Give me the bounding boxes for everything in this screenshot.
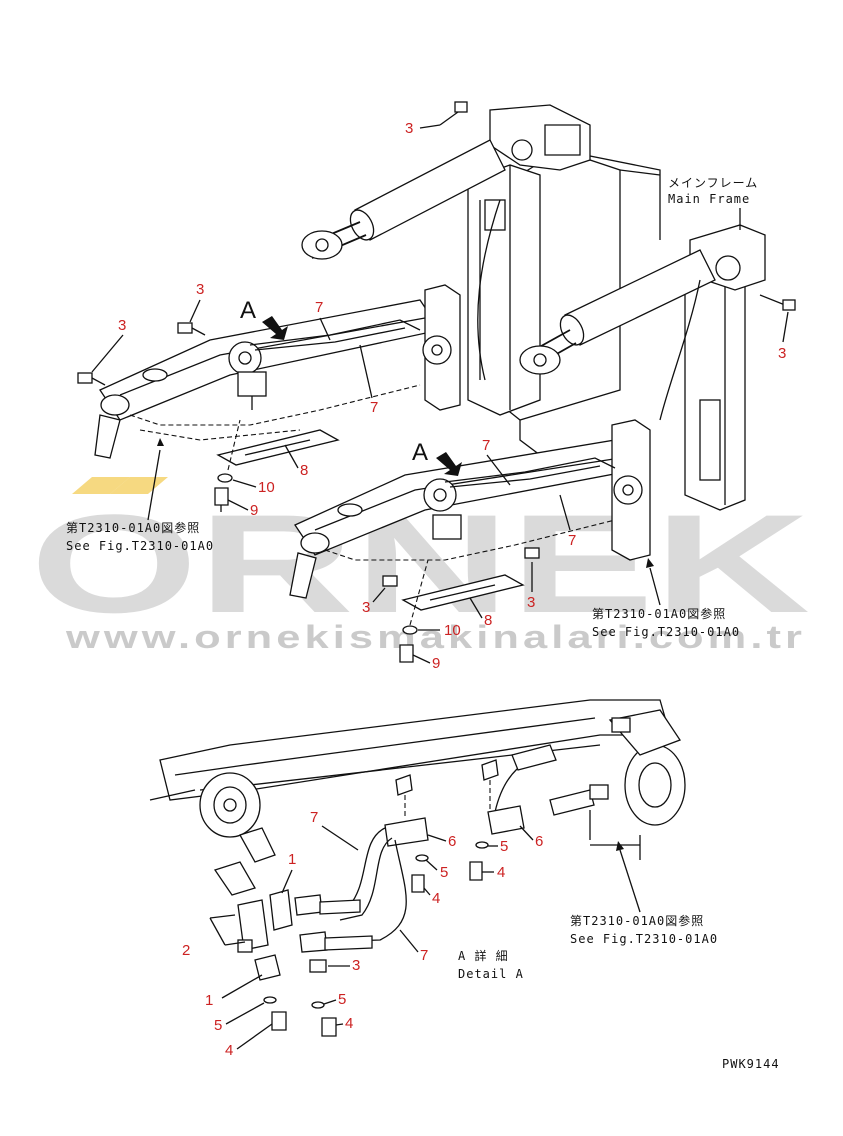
watermark-accent-right: [110, 477, 168, 494]
callout-4-a: 4: [432, 890, 440, 907]
see-fig-en-3: See Fig.T2310-01A0: [570, 932, 718, 946]
callout-5-c: 5: [338, 991, 346, 1008]
main-frame-assembly: メインフレーム Main Frame: [301, 101, 796, 511]
callout-5-b: 5: [500, 838, 508, 855]
callout-3-d: 3: [527, 594, 535, 611]
see-fig-jp-3: 第T2310-01A0図参照: [570, 913, 704, 928]
callout-3-a: 3: [118, 317, 126, 334]
view-a-arrow-1: [262, 316, 288, 340]
callout-7-d: 7: [568, 532, 576, 549]
callout-3-g: 3: [778, 345, 786, 362]
callout-10-a: 10: [258, 479, 275, 496]
callout-8-b: 8: [484, 612, 492, 629]
main-frame-label-jp: メインフレーム: [668, 176, 758, 190]
callout-7-a: 7: [315, 299, 323, 316]
callout-8-a: 8: [300, 462, 308, 479]
callout-1-a: 1: [288, 851, 296, 868]
callout-9-b: 9: [432, 655, 440, 672]
callout-1-b: 1: [205, 992, 213, 1009]
callout-4-c: 4: [225, 1042, 233, 1059]
callout-3-c: 3: [362, 599, 370, 616]
callout-5-d: 5: [214, 1017, 222, 1034]
see-fig-jp-2: 第T2310-01A0図参照: [592, 606, 726, 621]
see-fig-en-2: See Fig.T2310-01A0: [592, 625, 740, 639]
watermark-url: www.ornekismakinalari.com.tr: [65, 619, 806, 655]
callout-4-d: 4: [345, 1015, 353, 1032]
see-fig-jp-1: 第T2310-01A0図参照: [66, 520, 200, 535]
drawing-code: PWK9144: [722, 1057, 780, 1071]
detail-label-en: Detail A: [458, 967, 524, 981]
main-frame-label-en: Main Frame: [668, 192, 750, 206]
detail-a-view: 7 7 1 2 1 3 6 6 5 5 4 4 5 5 4 4 A 詳 細 De…: [149, 699, 718, 1059]
callout-4-b: 4: [497, 864, 505, 881]
callout-3-e: 3: [352, 957, 360, 974]
callout-9-a: 9: [250, 502, 258, 519]
callout-7-e: 7: [310, 809, 318, 826]
lift-arm-view-2: A 7 7 3 3 8 10 9 第T2310-01A0図参照 See Fig.…: [289, 419, 740, 672]
callout-10-b: 10: [444, 622, 461, 639]
view-a-arrow-2: [436, 452, 462, 476]
detail-label-jp: A 詳 細: [458, 948, 509, 963]
see-fig-en-1: See Fig.T2310-01A0: [66, 539, 214, 553]
callout-7-f: 7: [420, 947, 428, 964]
callout-2: 2: [182, 942, 190, 959]
callout-5-a: 5: [440, 864, 448, 881]
callout-7-c: 7: [482, 437, 490, 454]
callout-6-b: 6: [535, 833, 543, 850]
watermark-accent-left: [72, 477, 130, 494]
view-a-letter-1: A: [240, 297, 256, 324]
lift-arm-view-1: A 3 3 7 7 8 10 9 第T2310-01A0図参照 See Fig.…: [66, 281, 461, 553]
callout-6-a: 6: [448, 833, 456, 850]
callout-3-b: 3: [196, 281, 204, 298]
callout-7-b: 7: [370, 399, 378, 416]
view-a-letter-2: A: [412, 439, 428, 466]
callout-3-f: 3: [405, 120, 413, 137]
